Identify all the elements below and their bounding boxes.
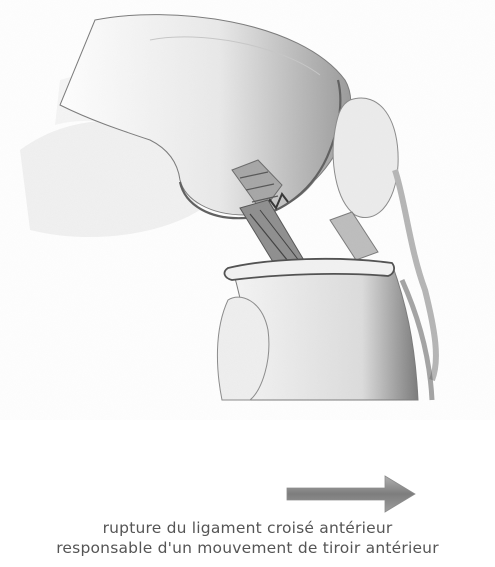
caption-line-1: rupture du ligament croisé antérieur (0, 519, 495, 537)
anterior-drawer-arrow (287, 476, 415, 512)
caption-line-2: responsable d'un mouvement de tiroir ant… (0, 539, 495, 557)
